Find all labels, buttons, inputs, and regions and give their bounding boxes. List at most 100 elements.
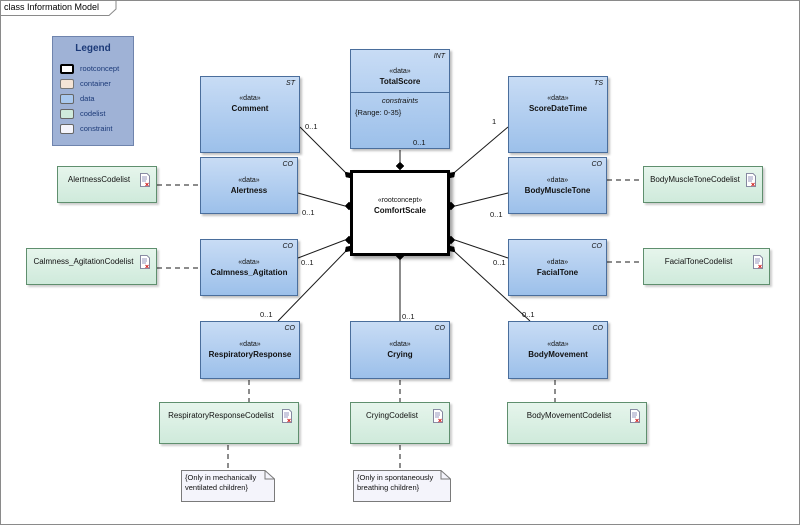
legend-label: codelist — [80, 109, 106, 118]
document-icon — [753, 255, 763, 269]
class-crying[interactable]: CO «data» Crying — [350, 321, 450, 379]
multiplicity-crying: 0..1 — [402, 312, 415, 321]
assoc-movement — [454, 251, 531, 322]
multiplicity-facialtone: 0..1 — [493, 258, 506, 267]
multiplicity-bodymuscletone: 0..1 — [490, 210, 503, 219]
type-tag: CO — [284, 325, 296, 332]
class-comfortscale[interactable]: «rootconcept» ComfortScale — [350, 170, 450, 256]
note-crying[interactable]: {Only in spontaneously breathing childre… — [353, 470, 451, 502]
class-name: RespiratoryResponse — [208, 350, 292, 359]
codelist-alertness[interactable]: AlertnessCodelist — [57, 166, 157, 203]
stereotype: «data» — [547, 341, 569, 348]
stereotype: «data» — [389, 341, 411, 348]
stereotype: «data» — [546, 177, 569, 184]
class-name: Calmness_Agitation — [210, 268, 288, 277]
document-icon — [433, 409, 443, 423]
legend-swatch — [60, 109, 74, 119]
codelist-bodymuscletone[interactable]: BodyMuscleToneCodelist — [643, 166, 763, 203]
codelist-name: Calmness_AgitationCodelist — [33, 257, 134, 266]
constraints-heading: constraints — [381, 96, 419, 105]
stereotype: «data» — [389, 68, 411, 75]
stereotype: «data» — [239, 95, 261, 102]
type-tag: CO — [592, 325, 604, 332]
legend-swatch — [60, 79, 74, 89]
class-name: Alertness — [230, 186, 268, 195]
frame-title: class Information Model — [4, 2, 100, 12]
class-totalscore[interactable]: INT «data» TotalScore constraints {Range… — [350, 49, 450, 149]
multiplicity-scoredatetime: 1 — [492, 117, 497, 126]
legend: Legend rootconcept container data codeli… — [52, 36, 134, 146]
assoc-datetime — [454, 126, 509, 173]
type-tag: TS — [594, 80, 603, 87]
type-tag: INT — [433, 53, 445, 60]
stereotype: «rootconcept» — [377, 197, 423, 204]
codelist-respiratoryresponse[interactable]: RespiratoryResponseCodelist — [159, 402, 299, 444]
multiplicity-bodymovement: 0..1 — [522, 310, 535, 319]
assoc-respiratory — [277, 251, 346, 322]
class-alertness[interactable]: CO «data» Alertness — [200, 157, 298, 214]
legend-label: data — [80, 94, 95, 103]
codelist-name: RespiratoryResponseCodelist — [168, 411, 274, 420]
document-icon — [140, 173, 150, 187]
document-icon — [140, 255, 150, 269]
legend-swatch — [60, 124, 74, 134]
class-comment[interactable]: ST «data» Comment — [200, 76, 300, 153]
note-line: {Only in mechanically — [185, 473, 257, 482]
frame-tab: class Information Model — [0, 0, 118, 16]
class-respiratoryresponse[interactable]: CO «data» RespiratoryResponse — [200, 321, 300, 379]
multiplicity-totalscore: 0..1 — [413, 138, 426, 147]
class-bodymuscletone[interactable]: CO «data» BodyMuscleTone — [508, 157, 607, 214]
note-line: breathing children} — [357, 483, 420, 492]
legend-title: Legend — [75, 43, 111, 54]
legend-label: constraint — [80, 124, 113, 133]
note-respiratory[interactable]: {Only in mechanically ventilated childre… — [181, 470, 275, 502]
assoc-facial — [454, 239, 509, 259]
multiplicity-alertness: 0..1 — [302, 208, 315, 217]
document-icon — [282, 409, 292, 423]
assoc-alertness — [297, 192, 346, 207]
codelist-bodymovement[interactable]: BodyMovementCodelist — [507, 402, 647, 444]
class-name: Comment — [231, 104, 269, 113]
multiplicity-comment: 0..1 — [305, 122, 318, 131]
class-calmness-agitation[interactable]: CO «data» Calmness_Agitation — [200, 239, 298, 296]
class-scoredatetime[interactable]: TS «data» ScoreDateTime — [508, 76, 608, 153]
note-shape — [353, 470, 451, 502]
class-name: BodyMovement — [528, 350, 588, 359]
legend-swatch — [60, 94, 74, 104]
type-tag: CO — [282, 243, 294, 250]
type-tag: ST — [286, 80, 295, 87]
stereotype: «data» — [239, 341, 261, 348]
stereotype: «data» — [547, 95, 569, 102]
class-name: ComfortScale — [373, 206, 426, 215]
stereotype: «data» — [238, 177, 260, 184]
multiplicity-respiratory: 0..1 — [260, 310, 273, 319]
legend-label: container — [80, 79, 111, 88]
note-shape — [181, 470, 275, 502]
class-name: BodyMuscleTone — [524, 186, 591, 195]
note-text: {Only in mechanically ventilated childre… — [185, 473, 256, 493]
codelist-name: FacialToneCodelist — [664, 257, 733, 266]
class-name: Crying — [387, 350, 413, 359]
codelist-name: BodyMovementCodelist — [526, 411, 612, 420]
codelist-name: AlertnessCodelist — [67, 175, 131, 184]
class-facialtone[interactable]: CO «data» FacialTone — [508, 239, 607, 296]
class-bodymovement[interactable]: CO «data» BodyMovement — [508, 321, 608, 379]
codelist-name: BodyMuscleToneCodelist — [650, 175, 740, 184]
codelist-facialtone[interactable]: FacialToneCodelist — [643, 248, 770, 285]
document-icon — [630, 409, 640, 423]
class-name: FacialTone — [536, 268, 579, 277]
codelist-crying[interactable]: CryingCodelist — [350, 402, 450, 444]
class-name: ScoreDateTime — [528, 104, 588, 113]
document-icon — [746, 173, 756, 187]
note-text: {Only in spontaneously breathing childre… — [357, 473, 433, 493]
compartment-divider — [351, 92, 449, 93]
type-tag: CO — [282, 161, 294, 168]
class-name: TotalScore — [379, 77, 421, 86]
note-line: ventilated children} — [185, 483, 248, 492]
assoc-comment — [299, 126, 346, 173]
assoc-muscle — [454, 192, 509, 207]
codelist-calmness-agitation[interactable]: Calmness_AgitationCodelist — [26, 248, 157, 285]
note-line: {Only in spontaneously — [357, 473, 434, 482]
assoc-calmness — [297, 239, 346, 259]
legend-label: rootconcept — [80, 64, 120, 73]
